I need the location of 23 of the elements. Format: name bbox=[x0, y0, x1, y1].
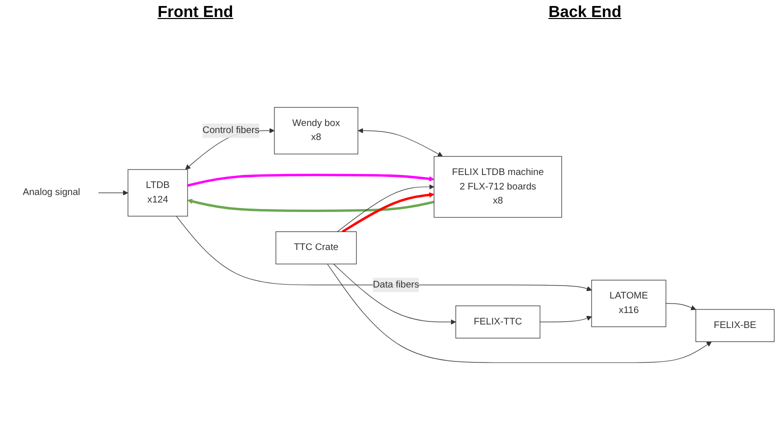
arrow bbox=[342, 192, 434, 233]
arrow bbox=[98, 190, 128, 196]
arrow bbox=[176, 216, 592, 292]
node-box: LATOME x116 bbox=[591, 280, 666, 328]
section-heading: Front End bbox=[158, 4, 234, 22]
edge-label: Data fibers bbox=[372, 280, 420, 290]
arrow bbox=[187, 198, 434, 212]
arrow bbox=[187, 174, 434, 187]
section-heading: Back End bbox=[548, 4, 622, 22]
arrow bbox=[336, 184, 434, 232]
node-box: LTDB x124 bbox=[128, 169, 188, 216]
edge-label: Control fibers bbox=[202, 125, 260, 136]
node-text: Analog signal bbox=[22, 187, 80, 198]
arrow bbox=[333, 264, 456, 325]
arrow bbox=[327, 264, 712, 363]
node-box: FELIX LTDB machine 2 FLX-712 boards x8 bbox=[434, 156, 562, 218]
arrow bbox=[358, 128, 443, 157]
node-box: Wendy box x8 bbox=[274, 107, 358, 154]
arrow bbox=[666, 303, 696, 310]
node-box: FELIX-BE bbox=[696, 309, 775, 342]
node-box: TTC Crate bbox=[276, 231, 357, 264]
node-box: FELIX-TTC bbox=[455, 306, 540, 338]
arrow bbox=[540, 316, 592, 322]
